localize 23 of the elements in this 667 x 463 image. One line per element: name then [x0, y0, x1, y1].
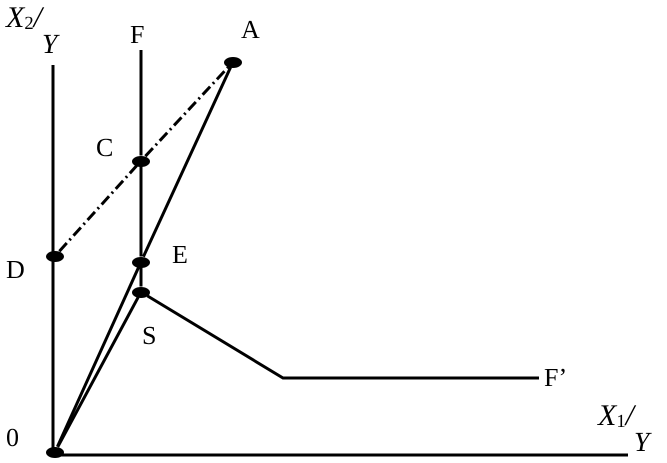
- dash-dot-line: [58, 164, 138, 252]
- point-label: S: [142, 323, 156, 349]
- point-marker: [132, 256, 150, 268]
- point-marker: [132, 156, 150, 166]
- point-marker: [46, 446, 64, 458]
- connector-line: [142, 66, 232, 258]
- point-label: C: [96, 135, 114, 161]
- connector-line: [140, 268, 142, 286]
- connector-line: [146, 294, 539, 380]
- point-label: D: [6, 257, 25, 283]
- dash-dot-line: [144, 66, 230, 158]
- point-label: 0: [6, 425, 19, 451]
- point-label: A: [241, 17, 260, 43]
- curve-label: F: [130, 22, 144, 48]
- connector-line: [56, 266, 140, 448]
- point-marker: [132, 286, 150, 298]
- curve-label: F’: [544, 365, 568, 391]
- connector-line: [140, 50, 142, 156]
- point-marker: [46, 250, 64, 262]
- point-label: E: [172, 242, 188, 268]
- point-marker: [224, 56, 242, 68]
- connector-line: [140, 166, 142, 256]
- connector-line: [56, 296, 140, 448]
